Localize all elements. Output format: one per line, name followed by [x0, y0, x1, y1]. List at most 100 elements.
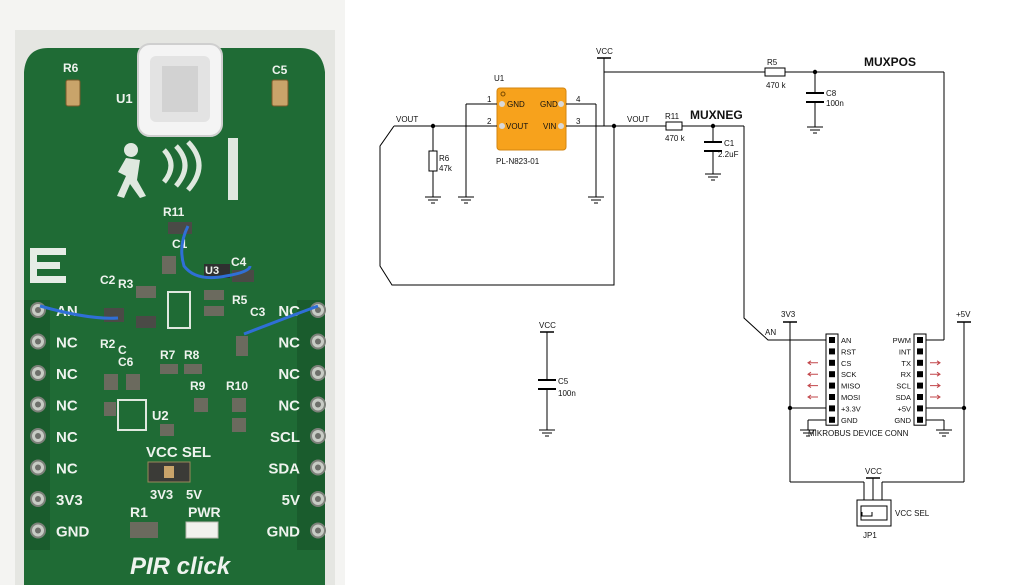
mikrobus-pin [917, 359, 923, 366]
schematic-wires [379, 58, 965, 500]
u1-pad-3 [558, 123, 564, 129]
label-5v-option: 5V [186, 487, 202, 502]
board-pin-label: NC [56, 461, 78, 478]
jp1-ref: JP1 [863, 531, 877, 540]
mikrobus-right-pin-label: SCL [896, 382, 911, 391]
jp1-label: VCC SEL [895, 509, 930, 518]
u1-gnd-left-label: GND [507, 100, 525, 109]
board-pin-label: SCL [270, 429, 300, 446]
net-muxneg: MUXNEG [690, 108, 743, 122]
c5-ref: C5 [558, 377, 569, 386]
jp1-bridge [861, 512, 873, 517]
board-pin-label: NC [278, 366, 300, 383]
r5-symbol [764, 67, 786, 77]
u1-chip [496, 87, 567, 151]
net-3v3: 3V3 [781, 310, 796, 319]
c2-component [136, 286, 156, 298]
label-u2: U2 [152, 408, 169, 423]
mikrobus-pin [829, 416, 835, 423]
mikrobus-left-pin-label: RST [841, 347, 856, 356]
label-u1: U1 [116, 91, 133, 106]
c5-pad [271, 79, 289, 107]
signal-arrow-icon [930, 394, 941, 400]
pin-hole [35, 464, 41, 471]
mikrobus-left-pin-label: SCK [841, 370, 856, 379]
label-r7: R7 [160, 348, 176, 362]
net-vcc-jp1: VCC [865, 467, 882, 476]
mikrobus-right-pin-label: SDA [896, 393, 911, 402]
resistor-component [204, 306, 224, 316]
pin-hole [315, 496, 321, 502]
r2-component [104, 308, 124, 322]
mikrobus-pin [917, 348, 923, 355]
u1-pad-2 [499, 123, 505, 129]
mikrobus-right-pin-label: RX [901, 370, 911, 379]
board-pin-left: NC [30, 428, 78, 446]
u2-cap [160, 424, 174, 436]
mikrobus-right-pin-label: INT [899, 347, 912, 356]
board-pin-left: NC [30, 333, 78, 352]
label-r10: R10 [226, 379, 248, 393]
u1-gnd-right-label: GND [540, 100, 558, 109]
mikrobus-pin [917, 405, 923, 412]
mikrobus-pin [917, 416, 923, 423]
board-pin-right: 5V [282, 491, 326, 509]
mikrobus-label: MIKROBUS DEVICE CONN [808, 429, 909, 438]
board-pin-right: SCL [270, 428, 326, 446]
label-c4: C4 [231, 255, 247, 269]
pin-hole [35, 496, 41, 502]
pir-lens-center [162, 66, 198, 112]
pin-hole [35, 527, 41, 534]
net-vcc-c5: VCC [539, 321, 556, 330]
c5-symbol [538, 379, 556, 390]
label-c6: C6 [118, 355, 134, 369]
label-r6: R6 [63, 61, 79, 75]
jumper-wire-2 [180, 225, 252, 280]
label-r5: R5 [232, 293, 248, 307]
mikrobus-left-pin-label: MOSI [841, 393, 860, 402]
jumper-wire-1 [39, 304, 119, 320]
silk-outline [167, 291, 191, 329]
resistor-component-2 [232, 418, 246, 432]
pin-hole [315, 527, 321, 534]
board-pin-right: GND [267, 522, 326, 541]
cap-component [126, 374, 140, 390]
u1-vin-label: VIN [543, 122, 557, 131]
r7-component [160, 364, 178, 374]
r5-value: 470 k [766, 81, 787, 90]
mikrobus-pin [917, 371, 923, 378]
pin-hole [315, 464, 321, 471]
r3-component [136, 316, 156, 328]
pin-hole [35, 307, 41, 313]
board-pin-label: NC [56, 398, 78, 415]
pin-hole [315, 433, 321, 439]
r10-component [232, 398, 246, 412]
mikrobus-right-pin-label: PWM [893, 336, 911, 345]
board-pin-label: 5V [282, 492, 300, 509]
pin-hole [315, 370, 321, 376]
r5-ref: R5 [767, 58, 778, 67]
mikrobus-pin [917, 382, 923, 389]
board-pin-label: 3V3 [56, 492, 83, 509]
board-pin-right: NC [278, 333, 326, 352]
board-pin-label: NC [278, 398, 300, 415]
mikrobus-left-pin-label: GND [841, 416, 858, 425]
label-c: C [118, 343, 127, 357]
power-rail-bars [540, 57, 971, 479]
mikrobus-left-pin-label: MISO [841, 382, 860, 391]
r8-component [184, 364, 202, 374]
c1-component [162, 256, 176, 274]
mikrobus-pin [829, 382, 835, 389]
u3-chip [204, 264, 230, 278]
pin-hole [35, 338, 41, 345]
u1-pin3-num: 3 [576, 117, 581, 126]
mikrobus-left-header [825, 333, 839, 426]
u1-part-label: PL-N823-01 [496, 157, 540, 166]
c1-ref: C1 [724, 139, 735, 148]
mikrobus-right-pin-label: TX [901, 359, 911, 368]
board-pin-label: NC [56, 366, 78, 383]
label-c3: C3 [250, 305, 266, 319]
u1-pad-4 [558, 101, 564, 107]
board-pin-right: NC [278, 396, 326, 415]
label-vcc-sel: VCC SEL [146, 444, 211, 461]
